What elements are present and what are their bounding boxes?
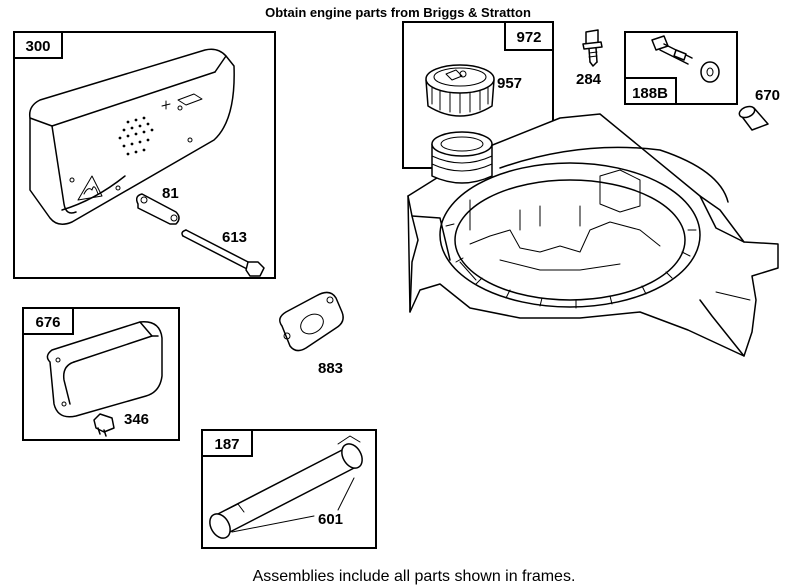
fuel-cap xyxy=(425,64,495,117)
frame-label-300: 300 xyxy=(25,38,50,55)
part-label-284: 284 xyxy=(576,71,602,88)
part-883-gasket xyxy=(279,291,344,352)
frame-label-188b: 188B xyxy=(632,85,668,102)
part-label-613: 613 xyxy=(222,229,247,246)
muffler-drawing xyxy=(28,48,235,225)
part-label-346: 346 xyxy=(124,411,149,428)
part-81-bracket xyxy=(135,193,180,225)
part-670-bushing xyxy=(738,105,769,131)
fuel-line-hose xyxy=(209,435,363,539)
part-label-670: 670 xyxy=(755,87,780,104)
frame-972: 972 957 xyxy=(402,21,554,169)
part-bolt-washer xyxy=(651,35,720,83)
footer-note: Assemblies include all parts shown in fr… xyxy=(253,568,576,585)
muffler-vent-dots xyxy=(118,116,154,156)
frame-300: 300 xyxy=(13,31,276,279)
frame-label-187: 187 xyxy=(214,436,239,453)
part-label-883: 883 xyxy=(318,360,343,377)
part-label-81: 81 xyxy=(162,185,179,202)
part-label-601: 601 xyxy=(318,511,343,528)
heat-shield xyxy=(46,321,163,418)
fuel-tank-housing xyxy=(407,113,779,357)
frame-label-676: 676 xyxy=(35,314,60,331)
frame-187: 187 601 xyxy=(201,429,377,549)
part-346-screw xyxy=(93,413,115,437)
diagram-title: Obtain engine parts from Briggs & Stratt… xyxy=(265,5,531,20)
part-label-957: 957 xyxy=(497,75,522,92)
frame-label-box xyxy=(13,31,63,59)
frame-188b: 188B xyxy=(624,31,738,105)
frame-676: 676 346 xyxy=(22,307,180,441)
frame-label-972: 972 xyxy=(516,29,541,46)
part-613-bolt xyxy=(181,229,265,277)
part-284-screw xyxy=(582,29,603,67)
